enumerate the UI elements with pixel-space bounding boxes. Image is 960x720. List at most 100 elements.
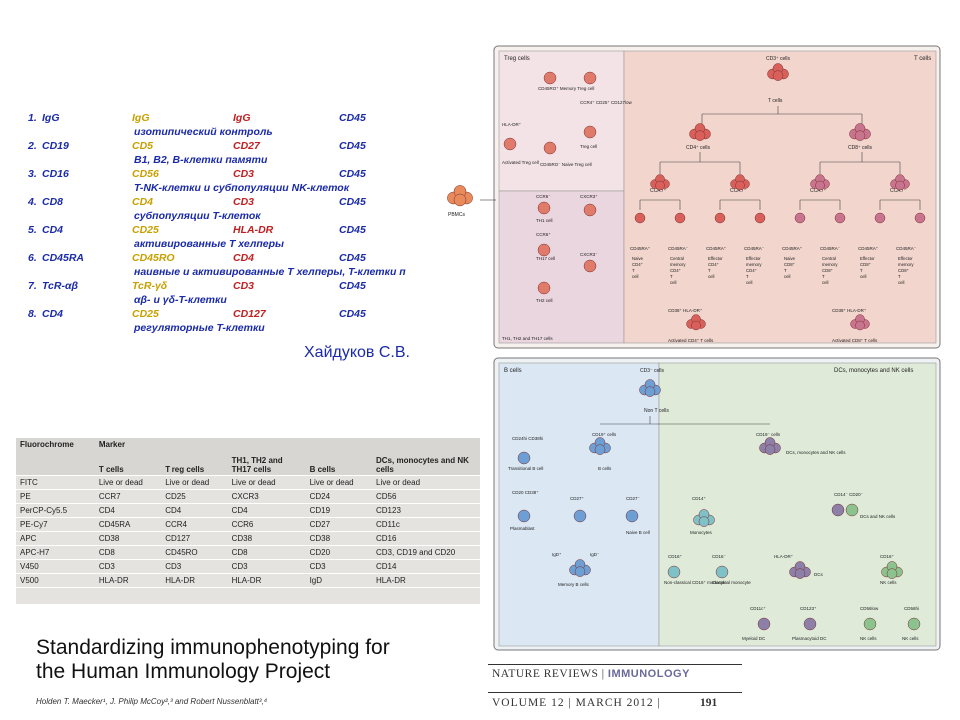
panel-marker: CD8 bbox=[42, 196, 64, 208]
dc-node-label: CD123⁺ bbox=[800, 606, 817, 611]
cell-icon bbox=[863, 617, 877, 631]
treg-node-label: HLA-DR⁺ bbox=[502, 122, 522, 127]
dc-node-label: CD56low bbox=[860, 606, 879, 611]
subset-name-label: T bbox=[746, 274, 749, 279]
panel-description: субпопуляции T-клеток bbox=[134, 210, 261, 222]
dc-node-label: CD16⁺ bbox=[668, 554, 683, 559]
subset-name-label: CD4⁺ bbox=[708, 262, 719, 267]
panel-marker: CD25 bbox=[132, 308, 159, 320]
panel-description: T-NK-клетки и субпопуляции NK-клеток bbox=[134, 182, 350, 194]
panel-row: 3. CD16 CD56 CD3 CD45 T-NK-клетки и субп… bbox=[28, 168, 448, 194]
panel-marker: CD3 bbox=[233, 280, 255, 292]
panel-number: 1. bbox=[28, 112, 37, 124]
cell-icon bbox=[655, 180, 665, 191]
table-header: B cells bbox=[305, 451, 372, 476]
subset-name-label: CD8⁺ bbox=[822, 268, 833, 273]
th-node-label: TH17 cell bbox=[536, 256, 555, 261]
panel-marker: TcR-αβ bbox=[42, 280, 78, 292]
subset-marker-label: CD45RA⁺ bbox=[782, 246, 803, 251]
panel-marker: HLA-DR bbox=[233, 224, 274, 236]
table-cell: CD4 bbox=[227, 503, 306, 518]
panel-marker: CD45 bbox=[339, 140, 366, 152]
subset-name-label: T bbox=[784, 268, 787, 273]
subset-name-label: T bbox=[898, 274, 901, 279]
dc-region-title: DCs, monocytes and NK cells bbox=[834, 368, 913, 374]
treg-node-label: CCR4⁺ CD25⁺ CD127low bbox=[580, 100, 633, 105]
cell-icon bbox=[574, 566, 586, 577]
panel-number: 6. bbox=[28, 252, 37, 264]
subset-name-label: T bbox=[670, 274, 673, 279]
th-node-label: TH2 cell bbox=[536, 298, 553, 303]
dc-node-label: NK cells bbox=[880, 580, 897, 585]
table-cell: HLA-DR bbox=[372, 573, 480, 588]
author-name: Хайдуков С.В. bbox=[304, 344, 410, 361]
panel-row: 4. CD8 CD4 CD3 CD45 субпопуляции T-клето… bbox=[28, 196, 448, 222]
panel-description: изотипический контроль bbox=[134, 126, 273, 138]
table-cell: PE bbox=[16, 489, 95, 504]
subset-name-label: cell bbox=[746, 280, 752, 285]
cell-icon bbox=[503, 137, 517, 151]
table-cell: CD11c bbox=[372, 517, 480, 532]
dc-node-label: Monocytes bbox=[690, 530, 713, 535]
panel-number: 4. bbox=[28, 196, 37, 208]
pbmc-label: PBMCs bbox=[448, 212, 465, 218]
activated-cd4-label: Activated CD4⁺ T cells bbox=[668, 338, 714, 343]
subset-marker-label: CD45RA⁻ bbox=[744, 246, 765, 251]
panel-marker: CD45 bbox=[339, 112, 366, 124]
article-title: Standardizing immunophenotyping for the … bbox=[36, 636, 476, 684]
dc-node-label: CD16⁺ bbox=[880, 554, 895, 559]
bcell-node-label: IgD⁺ bbox=[552, 552, 562, 557]
cell-icon bbox=[691, 320, 701, 331]
bcell-node-label: CD24hi CD38hi bbox=[512, 436, 543, 441]
subset-name-label: CD4⁺ bbox=[632, 262, 643, 267]
table-header: DCs, monocytes and NK cells bbox=[372, 451, 480, 476]
table-cell: HLA-DR bbox=[94, 573, 162, 588]
table-cell: CD19 bbox=[305, 503, 372, 518]
panel-marker: CD45RA bbox=[42, 252, 85, 264]
table-cell: CD38 bbox=[227, 531, 306, 546]
panel-marker: CD3 bbox=[233, 196, 255, 208]
cell-icon bbox=[583, 203, 597, 217]
panel-description: наивные и активированные T хелперы, T-кл… bbox=[134, 266, 406, 278]
subset-name-label: Central bbox=[670, 256, 684, 261]
dc-node-label: HLA-DR⁺ bbox=[774, 554, 794, 559]
table-cell: APC bbox=[16, 531, 95, 546]
cell-icon bbox=[674, 212, 686, 224]
subset-name-label: memory bbox=[898, 262, 914, 267]
cell-icon bbox=[543, 71, 557, 85]
bcell-region bbox=[498, 362, 660, 647]
table-cell: CD123 bbox=[372, 503, 480, 518]
title-line: Standardizing immunophenotyping for bbox=[36, 636, 390, 659]
cell-icon bbox=[757, 617, 771, 631]
panel-row: 7. TcR-αβ TcR-γδ CD3 CD45 αβ- и γδ-T-кле… bbox=[28, 280, 448, 306]
cd3neg-label: CD3⁻ cells bbox=[640, 368, 665, 374]
table-cell: V450 bbox=[16, 559, 95, 574]
cell-icon bbox=[537, 243, 551, 257]
th-node-label: TH1 cell bbox=[536, 218, 553, 223]
th-caption: TH1, TH2 and TH17 cells bbox=[502, 336, 553, 341]
panel-description: B1, B2, B-клетки памяти bbox=[134, 154, 268, 166]
bcell-node-label: CD19⁺ cells bbox=[592, 432, 617, 437]
dc-node-label: CD56hi bbox=[904, 606, 919, 611]
table-cell: CD8 bbox=[227, 545, 306, 560]
table-cell: CD127 bbox=[161, 531, 228, 546]
table-cell: Live or dead bbox=[372, 475, 480, 490]
panel-number: 5. bbox=[28, 224, 37, 236]
dc-node-label: CD19⁻ cells bbox=[756, 432, 781, 437]
ccr7-label: CCR7⁺ bbox=[650, 188, 667, 194]
panel-row: 1. IgG IgG IgG CD45 изотипический контро… bbox=[28, 112, 448, 138]
th-node-label: CCR6⁺ bbox=[536, 232, 551, 237]
subset-marker-label: CD45RA⁻ bbox=[896, 246, 917, 251]
cell-icon bbox=[907, 617, 921, 631]
table-cell: PerCP-Cy5.5 bbox=[16, 503, 95, 518]
table-cell: CD3 bbox=[161, 559, 228, 574]
cell-icon bbox=[634, 212, 646, 224]
subset-name-label: T bbox=[822, 274, 825, 279]
subset-name-label: T bbox=[632, 268, 635, 273]
th-region bbox=[498, 190, 625, 344]
table-cell: CD3, CD19 and CD20 bbox=[372, 545, 480, 560]
table-cell: CD38 bbox=[94, 531, 162, 546]
table-cell: CD14 bbox=[372, 559, 480, 574]
